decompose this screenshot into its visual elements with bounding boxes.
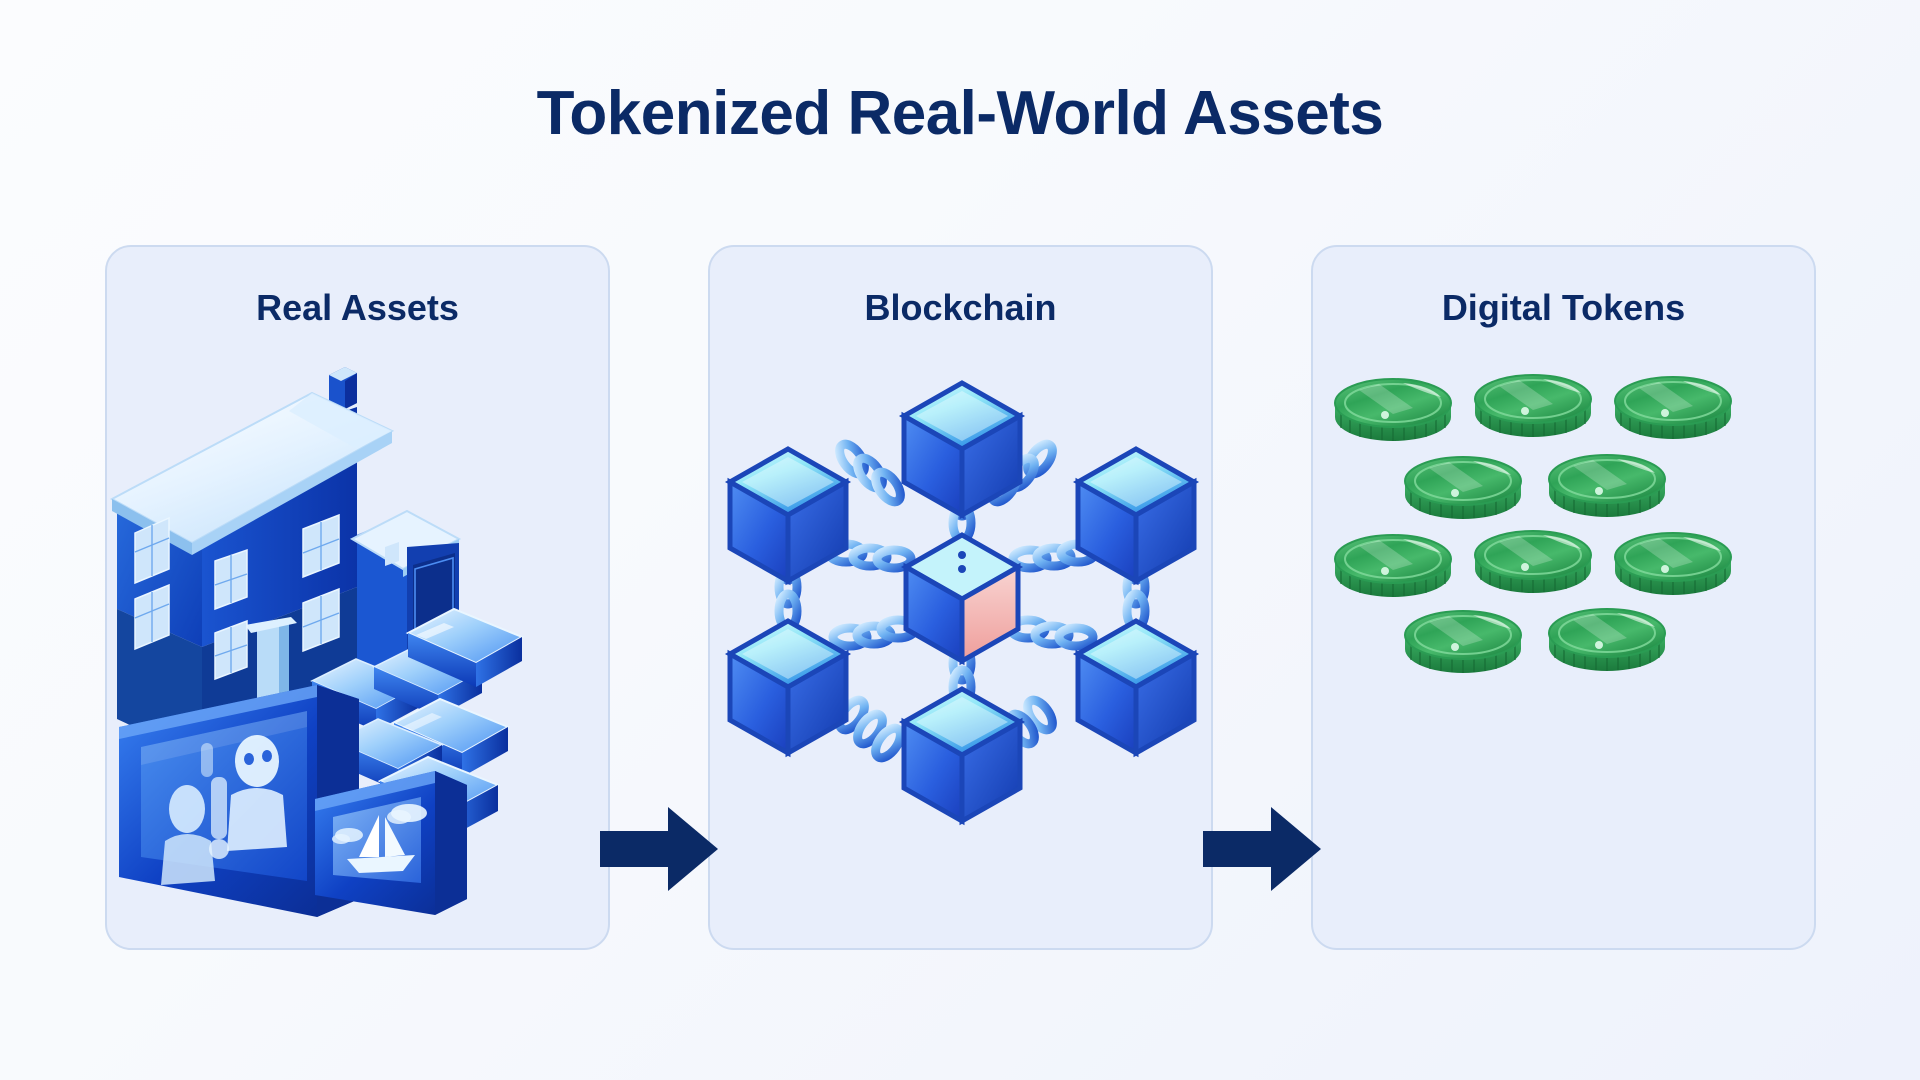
blockchain-illustration xyxy=(710,347,1215,947)
real-assets-illustration xyxy=(107,347,612,947)
stage-title-blockchain: Blockchain xyxy=(864,287,1057,328)
stage-row: Real Assets xyxy=(0,245,1920,955)
stage-title-real-assets: Real Assets xyxy=(256,287,459,328)
arrow-blockchain-to-tokens xyxy=(1203,805,1321,893)
stage-card-real-assets[interactable]: Real Assets xyxy=(105,245,610,950)
digital-tokens-illustration xyxy=(1313,347,1818,947)
green-coin-icon xyxy=(1334,374,1732,674)
stage-card-blockchain[interactable]: Blockchain xyxy=(708,245,1213,950)
right-arrow-icon xyxy=(1203,807,1321,891)
right-arrow-icon xyxy=(600,807,718,891)
stage-title-digital-tokens: Digital Tokens xyxy=(1441,287,1686,328)
blockchain-cube-network-icon xyxy=(724,380,1200,826)
arrow-real-to-blockchain xyxy=(600,805,718,893)
framed-painting-sailboat-icon xyxy=(315,771,467,915)
center-cube xyxy=(900,532,1024,666)
page-title: Tokenized Real-World Assets xyxy=(536,79,1384,148)
stage-card-digital-tokens[interactable]: Digital Tokens xyxy=(1311,245,1816,950)
